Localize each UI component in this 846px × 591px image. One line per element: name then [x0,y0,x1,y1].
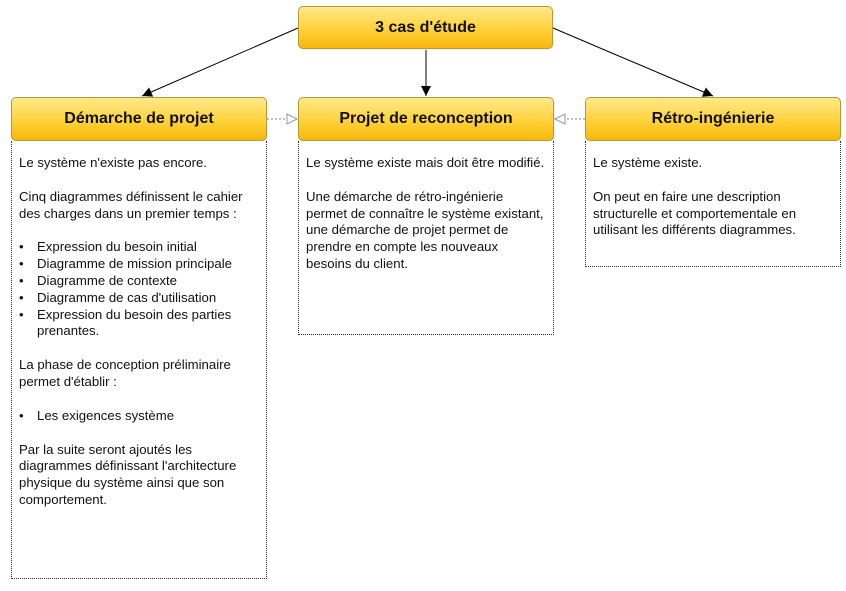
list-item: Diagramme de mission principale [19,256,260,273]
paragraph: Le système existe. [593,155,703,170]
bullet-list: Les exigences système [19,408,260,425]
list-item: Diagramme de contexte [19,273,260,290]
paragraph: Une démarche de rétro-ingénierie permet … [306,188,544,271]
list-item: Les exigences système [19,408,260,425]
node-body-retro-ingenierie: Le système existe. On peut en faire une d… [585,141,841,267]
node-title: Projet de reconception [339,110,513,127]
node-title: Rétro-ingénierie [651,110,775,127]
node-title: Démarche de projet [64,110,214,127]
node-body-projet-de-reconception: Le système existe mais doit être modifié… [298,141,554,335]
root-node: 3 cas d'étude [298,6,553,49]
arrow-root-to-demarche [141,27,299,97]
list-item: Expression du besoin des parties prenant… [19,307,260,341]
list-item: Expression du besoin initial [19,239,260,256]
root-title: 3 cas d'étude [375,18,476,36]
list-item: Diagramme de cas d'utilisation [19,290,260,307]
node-retro-ingenierie: Rétro-ingénierie [585,97,841,141]
arrow-root-to-retro [552,27,714,97]
paragraph: On peut en faire une description structu… [593,188,797,238]
node-demarche-de-projet: Démarche de projet [11,97,267,141]
bullet-list: Expression du besoin initialDiagramme de… [19,239,260,340]
paragraph: Le système n'existe pas encore. [19,155,207,170]
paragraph: Le système existe mais doit être modifié… [306,155,545,170]
paragraph: Cinq diagrammes définissent le cahier de… [19,188,243,221]
paragraph: La phase de conception préliminaire perm… [19,357,231,389]
node-projet-de-reconception: Projet de reconception [298,97,554,141]
node-body-demarche-de-projet: Le système n'existe pas encore. Cinq diag… [11,141,267,579]
paragraph: Par la suite seront ajoutés les diagramm… [19,441,237,507]
